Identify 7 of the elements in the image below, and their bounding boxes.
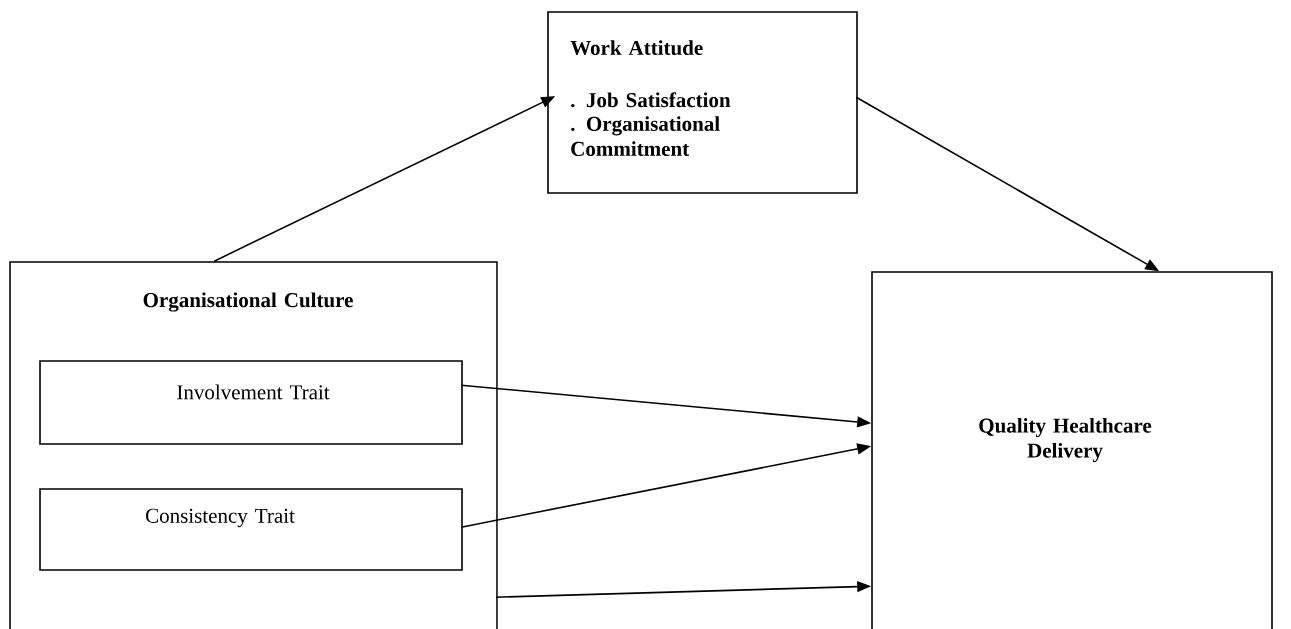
box-label: Consistency Trait — [146, 508, 295, 528]
box-heading: Quality Healthcare Delivery — [979, 417, 1152, 463]
box-heading: Organisational Culture — [143, 292, 353, 312]
list-item: . Job Satisfaction — [571, 92, 731, 108]
box-label: Involvement Trait — [177, 384, 330, 400]
list-item: . Organisational Commitment — [571, 116, 720, 156]
box-heading: Work Attitude — [570, 40, 703, 56]
